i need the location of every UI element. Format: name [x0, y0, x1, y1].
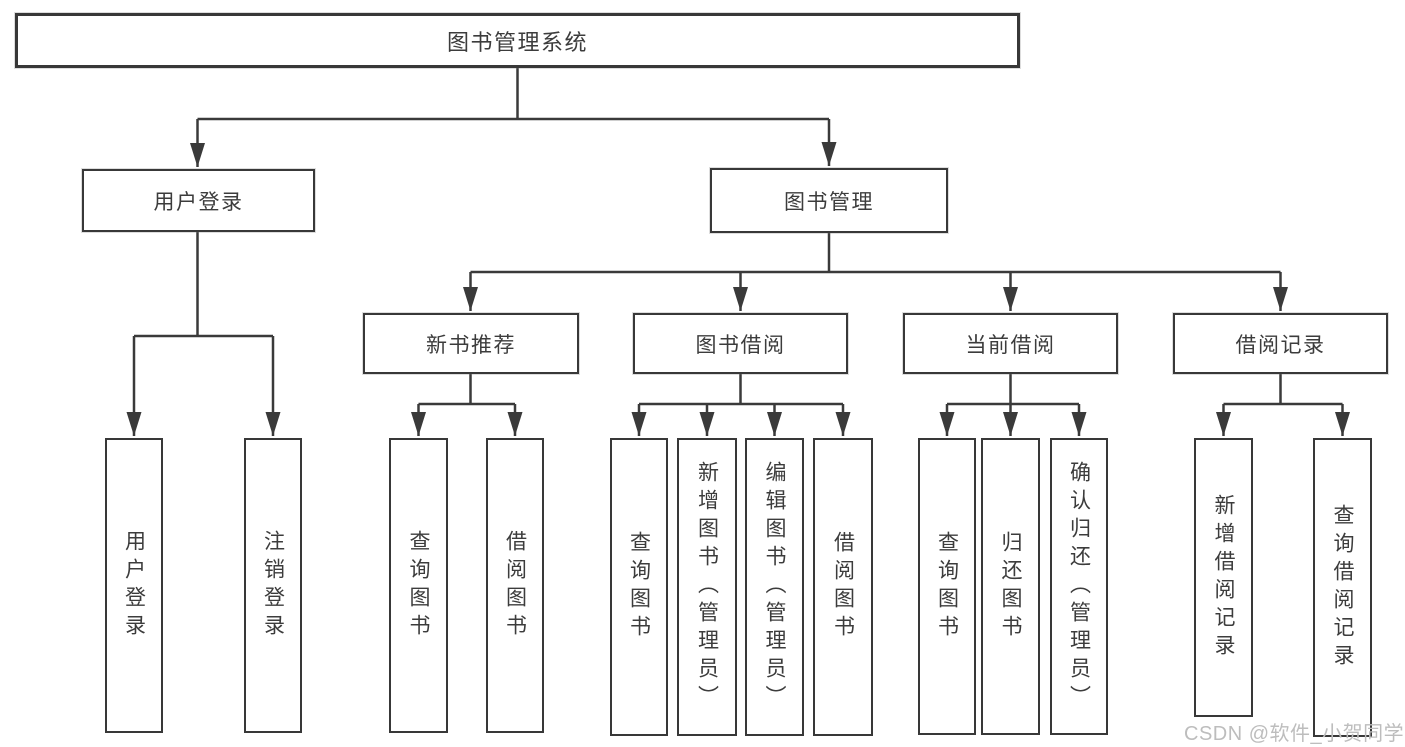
leaf-edit-books-admin: 编辑图书（管理员） — [745, 438, 804, 736]
leaf-user-login: 用户登录 — [105, 438, 163, 733]
node-user-login: 用户登录 — [82, 169, 315, 232]
leaf-query-borrow-record: 查询借阅记录 — [1313, 438, 1372, 737]
leaf-query-books-current: 查询图书 — [918, 438, 976, 735]
leaf-return-books: 归还图书 — [981, 438, 1040, 735]
leaf-confirm-return-admin: 确认归还（管理员） — [1050, 438, 1108, 735]
leaf-borrow-books-recommend: 借阅图书 — [486, 438, 544, 733]
leaf-logout: 注销登录 — [244, 438, 302, 733]
node-current-borrowing: 当前借阅 — [903, 313, 1118, 374]
arrowheads — [126, 119, 1350, 436]
node-book-management: 图书管理 — [710, 168, 948, 233]
node-new-book-recommendation: 新书推荐 — [363, 313, 579, 374]
leaf-borrow-books: 借阅图书 — [813, 438, 873, 736]
csdn-watermark: CSDN @软件_小贺同学 — [1184, 723, 1405, 745]
leaf-query-books-borrow: 查询图书 — [610, 438, 668, 736]
leaf-add-borrow-record: 新增借阅记录 — [1194, 438, 1253, 717]
leaf-query-books-recommend: 查询图书 — [389, 438, 448, 733]
node-borrowing-records: 借阅记录 — [1173, 313, 1388, 374]
leaf-add-books-admin: 新增图书（管理员） — [677, 438, 737, 736]
node-library-management-system: 图书管理系统 — [15, 13, 1020, 68]
connector-lines — [134, 68, 1343, 406]
node-book-borrowing: 图书借阅 — [633, 313, 848, 374]
